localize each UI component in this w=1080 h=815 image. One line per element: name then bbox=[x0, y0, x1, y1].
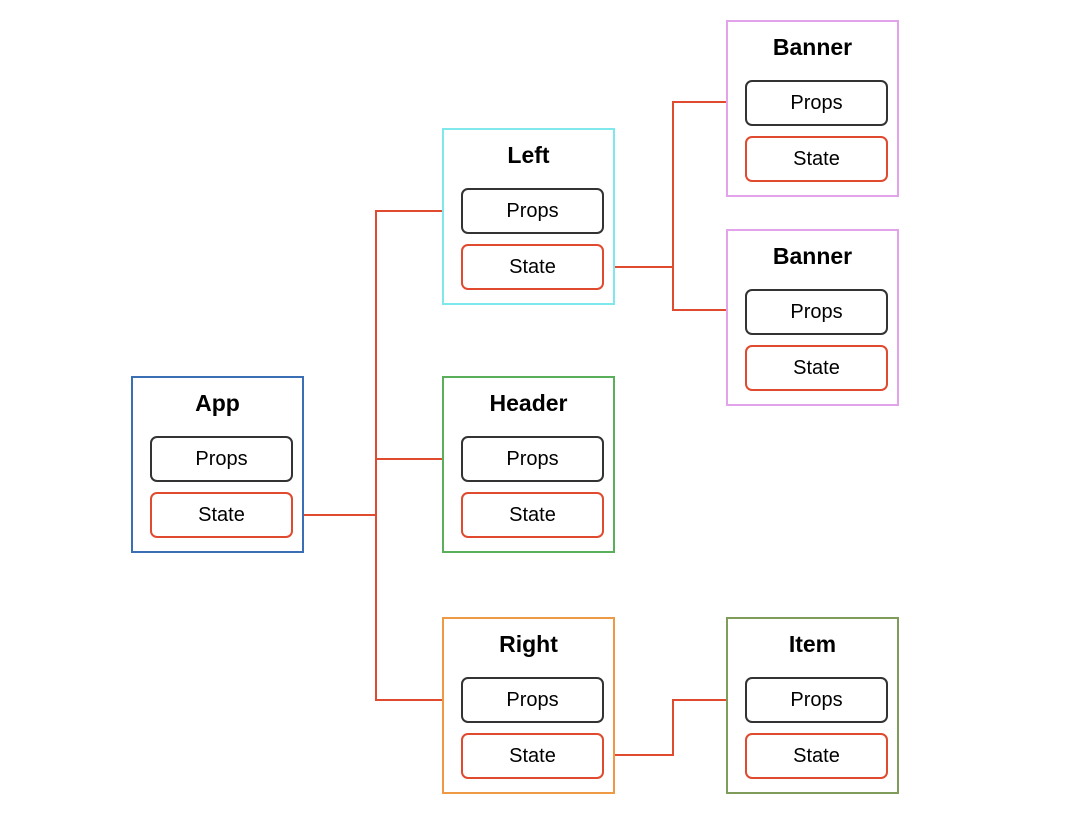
state-box: State bbox=[745, 136, 888, 182]
component-title: Banner bbox=[772, 34, 853, 60]
state-box: State bbox=[745, 345, 888, 391]
props-box: Props bbox=[461, 188, 604, 234]
connector-left-to-banner-top bbox=[603, 98, 744, 268]
state-box: State bbox=[745, 733, 888, 779]
component-box-app: App Props State bbox=[131, 376, 304, 553]
component-box-right: Right Props State bbox=[442, 617, 615, 794]
connector-app-to-left bbox=[291, 207, 460, 516]
component-box-left: Left Props State bbox=[442, 128, 615, 305]
connector-right-to-item bbox=[603, 696, 744, 756]
component-title: Banner bbox=[772, 243, 853, 269]
component-box-item: Item Props State bbox=[726, 617, 899, 794]
props-box: Props bbox=[745, 677, 888, 723]
component-title: Left bbox=[507, 142, 550, 168]
props-box: Props bbox=[461, 436, 604, 482]
state-box: State bbox=[461, 244, 604, 290]
component-title: Item bbox=[788, 631, 837, 657]
component-title: Header bbox=[489, 390, 568, 416]
connector-left-to-banner-bottom bbox=[672, 267, 744, 314]
connector-app-to-right bbox=[375, 515, 460, 704]
component-box-header: Header Props State bbox=[442, 376, 615, 553]
component-box-banner-top: Banner Props State bbox=[726, 20, 899, 197]
props-box: Props bbox=[150, 436, 293, 482]
state-box: State bbox=[150, 492, 293, 538]
state-box: State bbox=[461, 492, 604, 538]
props-box: Props bbox=[745, 80, 888, 126]
component-box-banner-bottom: Banner Props State bbox=[726, 229, 899, 406]
props-box: Props bbox=[745, 289, 888, 335]
component-title: Right bbox=[499, 631, 558, 657]
component-title: App bbox=[195, 390, 240, 416]
state-box: State bbox=[461, 733, 604, 779]
props-box: Props bbox=[461, 677, 604, 723]
